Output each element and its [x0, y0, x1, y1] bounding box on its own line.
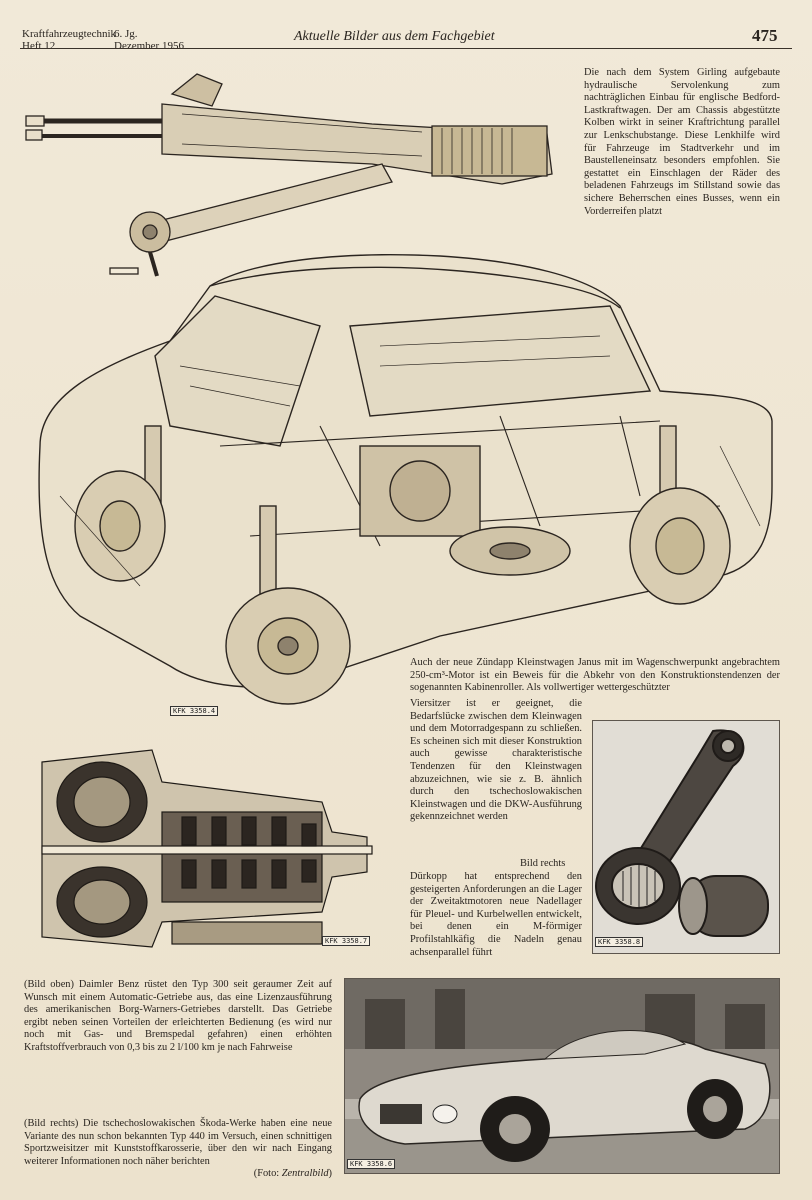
header-rule: [20, 48, 792, 49]
skoda-caption: (Bild rechts) Die tschechoslowakischen Š…: [24, 1118, 332, 1181]
photo-credit-suffix: ): [328, 1168, 332, 1180]
daimler-caption: (Bild oben) Daimler Benz rüstet den Typ …: [24, 979, 332, 1053]
page-number: 475: [752, 26, 778, 45]
connecting-rod-image: [593, 721, 779, 953]
journal-info: Kraftfahrzeugtechnik6. Jg. Heft 12 Dezemb…: [22, 28, 184, 52]
janus-caption-continued: Viersitzer ist er geeignet, die Bedarfsl…: [410, 698, 582, 823]
skoda-sportscar-photo: KFK 3358.6: [344, 978, 780, 1174]
photo-credit-source: Zentralbild: [281, 1168, 329, 1180]
gearbox-section-illustration: [41, 749, 373, 948]
skoda-caption-text: (Bild rechts) Die tschechoslowakischen Š…: [24, 1118, 332, 1167]
journal-volume: 6. Jg.: [114, 28, 138, 40]
duerkopp-caption: Dürkopp hat entsprechend den gesteigerte…: [410, 871, 582, 958]
figure-code-gearbox: KFK 3358.7: [322, 936, 371, 946]
photo-credit: (Foto: Zentralbild): [24, 1168, 332, 1181]
journal-date: Dezember 1956: [114, 40, 184, 52]
sportscar-image: [345, 979, 779, 1173]
janus-caption-intro: Auch der neue Zündapp Kleinstwagen Janus…: [410, 657, 780, 694]
photo-credit-prefix: (Foto:: [253, 1168, 282, 1180]
figure-code-car: KFK 3358.4: [170, 706, 219, 716]
janus-cutaway-illustration: [38, 254, 773, 705]
servo-steering-illustration: [25, 73, 553, 277]
journal-name: Kraftfahrzeugtechnik: [22, 28, 117, 40]
journal-issue: Heft 12: [22, 40, 56, 52]
girling-caption: Die nach dem System Girling aufgebaute h…: [584, 67, 780, 217]
section-title: Aktuelle Bilder aus dem Fachgebiet: [294, 29, 495, 44]
needle-bearing-photo: KFK 3358.8: [592, 720, 780, 954]
figure-code-bearing: KFK 3358.8: [595, 937, 644, 947]
duerkopp-caption-title: Bild rechts: [520, 858, 566, 869]
figure-code-sportscar: KFK 3358.6: [347, 1159, 396, 1169]
